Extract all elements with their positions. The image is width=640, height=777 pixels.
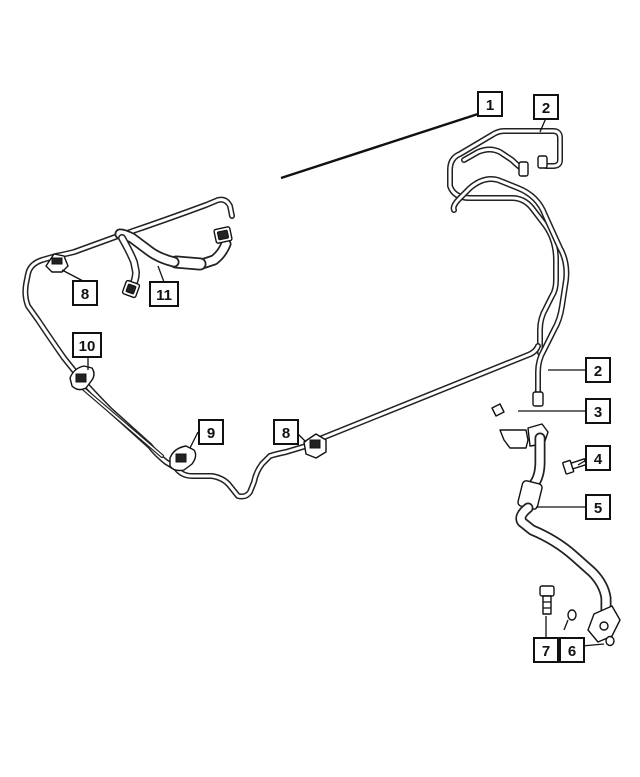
callout-3: 3 <box>585 398 611 424</box>
callout-6: 6 <box>559 637 585 663</box>
callout-10: 10 <box>72 332 102 358</box>
sensor-wire-harness <box>114 226 233 299</box>
front-brake-tube-assembly <box>447 128 570 407</box>
callout-4: 4 <box>585 445 611 471</box>
tube-fitting <box>532 391 544 407</box>
svg-text:2: 2 <box>542 100 550 117</box>
brake-hose <box>515 432 621 643</box>
main-brake-tube <box>22 196 541 500</box>
wire-clip-part-9 <box>169 445 197 472</box>
callout-8-left: 8 <box>72 280 98 306</box>
bolt-part-4 <box>562 458 587 475</box>
svg-text:2: 2 <box>594 363 602 380</box>
tube-clip-middle <box>303 433 327 459</box>
svg-text:10: 10 <box>79 338 96 355</box>
svg-text:4: 4 <box>594 451 603 468</box>
svg-text:8: 8 <box>282 425 290 442</box>
tube-fitting <box>518 161 529 177</box>
wire-clip-part-10 <box>69 365 95 391</box>
svg-text:7: 7 <box>542 643 550 660</box>
tube-clip-left <box>45 253 69 273</box>
callout-7: 7 <box>533 637 559 663</box>
tube-fitting <box>537 155 548 169</box>
leader-lines <box>61 117 605 647</box>
callout-2-top: 2 <box>533 94 559 120</box>
svg-text:3: 3 <box>594 404 602 421</box>
svg-text:9: 9 <box>207 425 215 442</box>
leader-line-part-1 <box>280 112 479 180</box>
callout-8-middle: 8 <box>273 419 299 445</box>
banjo-bolt-part-7 <box>539 585 555 615</box>
svg-text:1: 1 <box>486 97 494 114</box>
svg-text:11: 11 <box>156 287 172 304</box>
callout-1: 1 <box>477 91 503 117</box>
svg-text:5: 5 <box>594 500 602 517</box>
callout-11: 11 <box>149 281 179 307</box>
washers-part-6 <box>567 609 615 647</box>
svg-text:6: 6 <box>568 643 576 660</box>
callout-2-middle: 2 <box>585 357 611 383</box>
svg-text:8: 8 <box>81 286 89 303</box>
callout-5: 5 <box>585 494 611 520</box>
callout-9: 9 <box>198 419 224 445</box>
